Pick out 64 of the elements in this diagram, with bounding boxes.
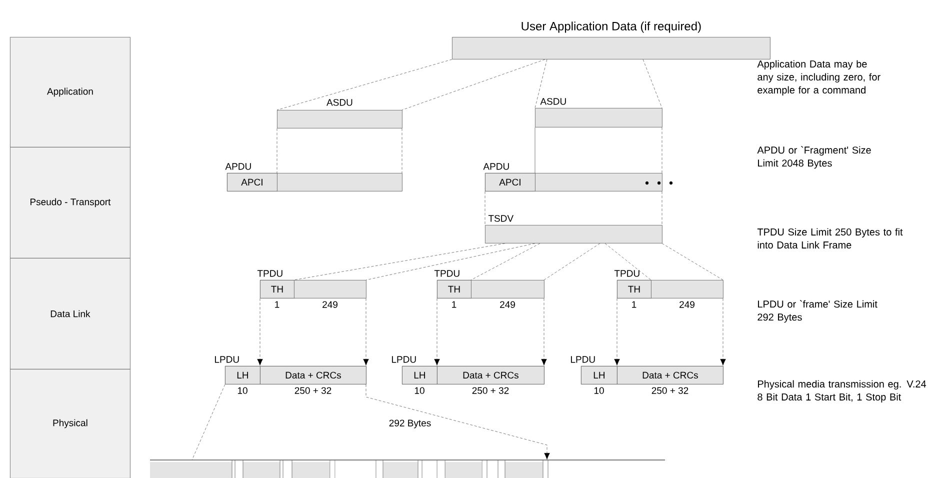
connector [294,243,506,280]
edge-label: 292 Bytes [387,418,433,430]
connector [614,298,620,366]
note-text: Application Data may be any size, including zero, for example for a command [757,60,880,96]
connector [366,384,550,460]
note-text: APDU or `Fragment' Size Limit 2048 Bytes [757,146,871,169]
connector [642,59,662,108]
note-text: LPDU or `frame' Size Limit 292 Bytes [758,300,878,323]
connector [276,128,278,174]
connector [544,243,600,280]
connector [402,59,546,110]
connector [434,298,440,366]
pdu-heading: LPDU [392,356,416,363]
note-text: TPDU Size Limit 250 Bytes to fit into Data Link Frame [757,228,903,249]
connector [192,384,226,460]
size-label: 250 + 32 [294,387,332,394]
pdu-heading: APDU [483,163,509,170]
header-cell: APCI [485,173,536,192]
pdu-heading: LPDU [215,356,239,363]
note-text: Physical media transmission eg. V.24 8 Bit Data 1 Start Bit, 1 Stop Bit [758,380,926,402]
header-cell: LH [225,366,260,384]
pdu-heading: User Application Data (if required) [522,22,701,33]
connector [276,59,452,110]
pdu-heading: LPDU [571,356,595,363]
pdu-heading: TSDV [488,215,514,222]
layer-box: Application [10,37,130,148]
pdu-heading: ASDU [326,99,352,106]
header-cell: TH [617,280,652,298]
connector [662,243,724,280]
connector [257,298,263,366]
connector [720,298,726,366]
layer-box: Pseudo - Transport [10,147,130,258]
bit-stream-drawing [150,460,666,478]
size-label: 1 [452,301,456,308]
header-cell: LH [402,366,438,384]
size-label: 10 [414,387,424,394]
size-label: 10 [594,387,604,394]
size-label: 10 [238,387,248,394]
layer-box: Data Link [10,258,130,370]
pdu-heading: TPDU [434,270,460,277]
connector [541,298,547,366]
layer-box: Physical [10,369,130,478]
header-cell: TH [260,280,294,298]
connector [534,127,536,174]
connector [366,243,536,280]
header-cell: TH [437,280,472,298]
size-label: 250 + 32 [472,387,509,394]
pdu-heading: APDU [225,163,251,170]
size-label: 249 [322,301,338,308]
pdu-heading: ASDU [540,98,566,105]
pdu-heading: TPDU [614,270,640,277]
header-cell: APCI [227,173,278,192]
header-cell: LH [581,366,618,384]
connector [534,59,548,108]
connector [470,243,540,280]
pdu-heading: TPDU [257,270,282,277]
connector [484,191,486,226]
size-label: 250 + 32 [652,387,688,394]
size-label: 1 [632,301,636,308]
size-label: 249 [680,301,694,308]
size-label: 1 [275,301,280,308]
connector [604,243,652,280]
size-label: 249 [500,301,515,308]
connector [363,298,369,366]
